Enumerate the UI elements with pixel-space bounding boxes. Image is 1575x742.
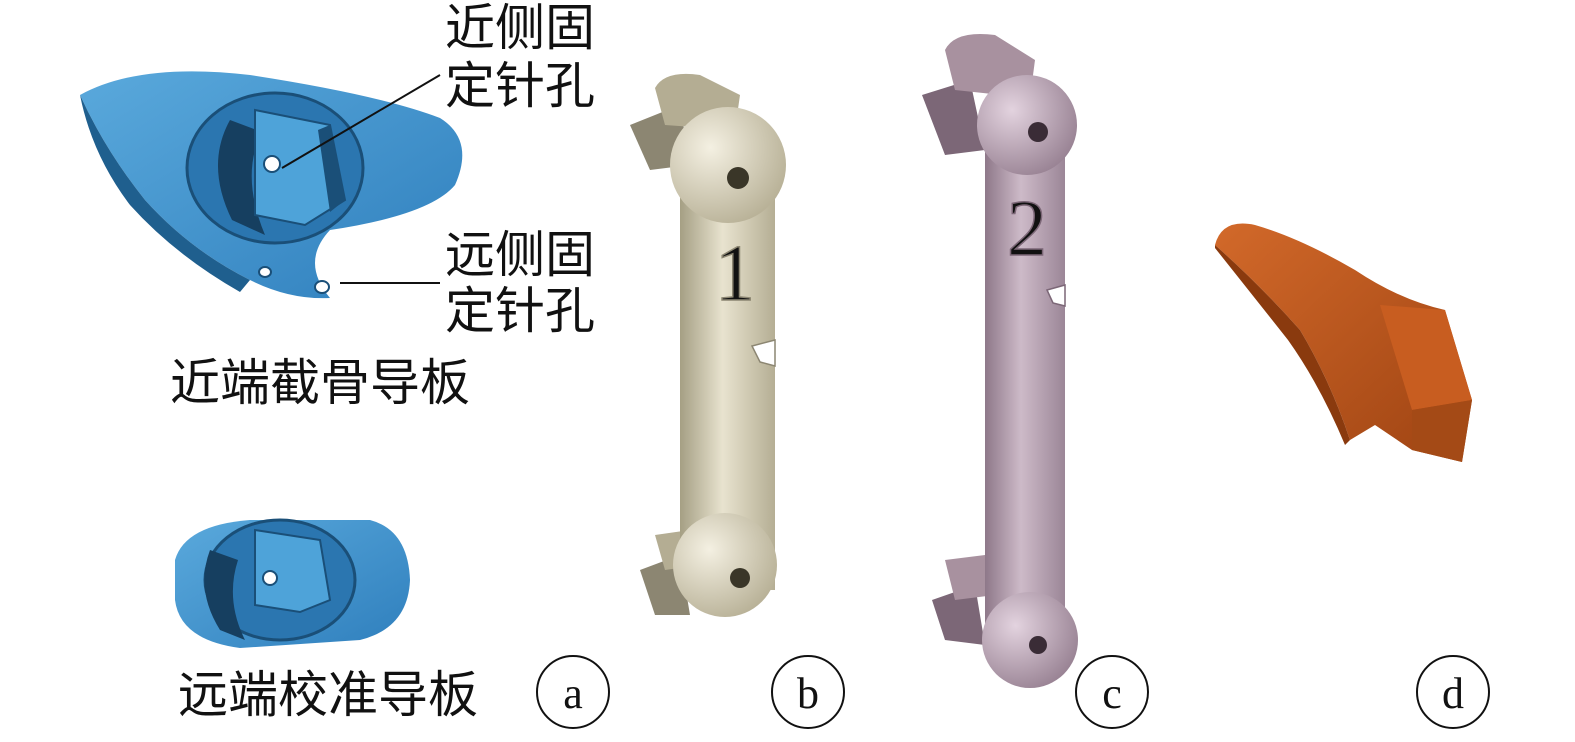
rod-2-model: 2 [922,34,1078,688]
panel-b-label: b [771,655,845,729]
panel-b: 1 b [630,73,845,729]
svg-text:b: b [797,669,819,718]
distal-calibration-guide-model [175,518,410,648]
panel-d-label: d [1416,655,1490,729]
proximal-osteotomy-guide-model [80,71,463,299]
panel-a: 近侧固 定针孔 远侧固 定针孔 近端截骨导板 远端校准导板 a [80,0,610,729]
rod-1-engraved-number: 1 [715,230,755,318]
proximal-pin-hole-label-line1: 近侧固 [445,0,595,57]
proximal-pin-hole [263,155,281,173]
proximal-guide-caption: 近端截骨导板 [170,354,470,412]
panel-c-label: c [1075,655,1149,729]
panel-d: d [1215,223,1490,729]
proximal-pin-hole-leader-line [281,74,441,169]
panel-c: 2 c [922,34,1149,729]
distal-pin-holes [258,266,330,294]
rod-2-engraved-number: 2 [1007,185,1047,273]
distal-pin-hole-label-line1: 远侧固 [445,226,595,284]
svg-text:a: a [563,669,583,718]
orange-wedge-model [1215,223,1472,462]
svg-text:d: d [1442,669,1464,718]
rod-1-model: 1 [630,73,786,617]
distal-pin-hole-label-line2: 定针孔 [445,282,595,340]
panel-a-label: a [536,655,610,729]
distal-guide-caption: 远端校准导板 [178,666,478,724]
svg-text:c: c [1102,669,1122,718]
proximal-pin-hole-label-line2: 定针孔 [445,57,595,115]
